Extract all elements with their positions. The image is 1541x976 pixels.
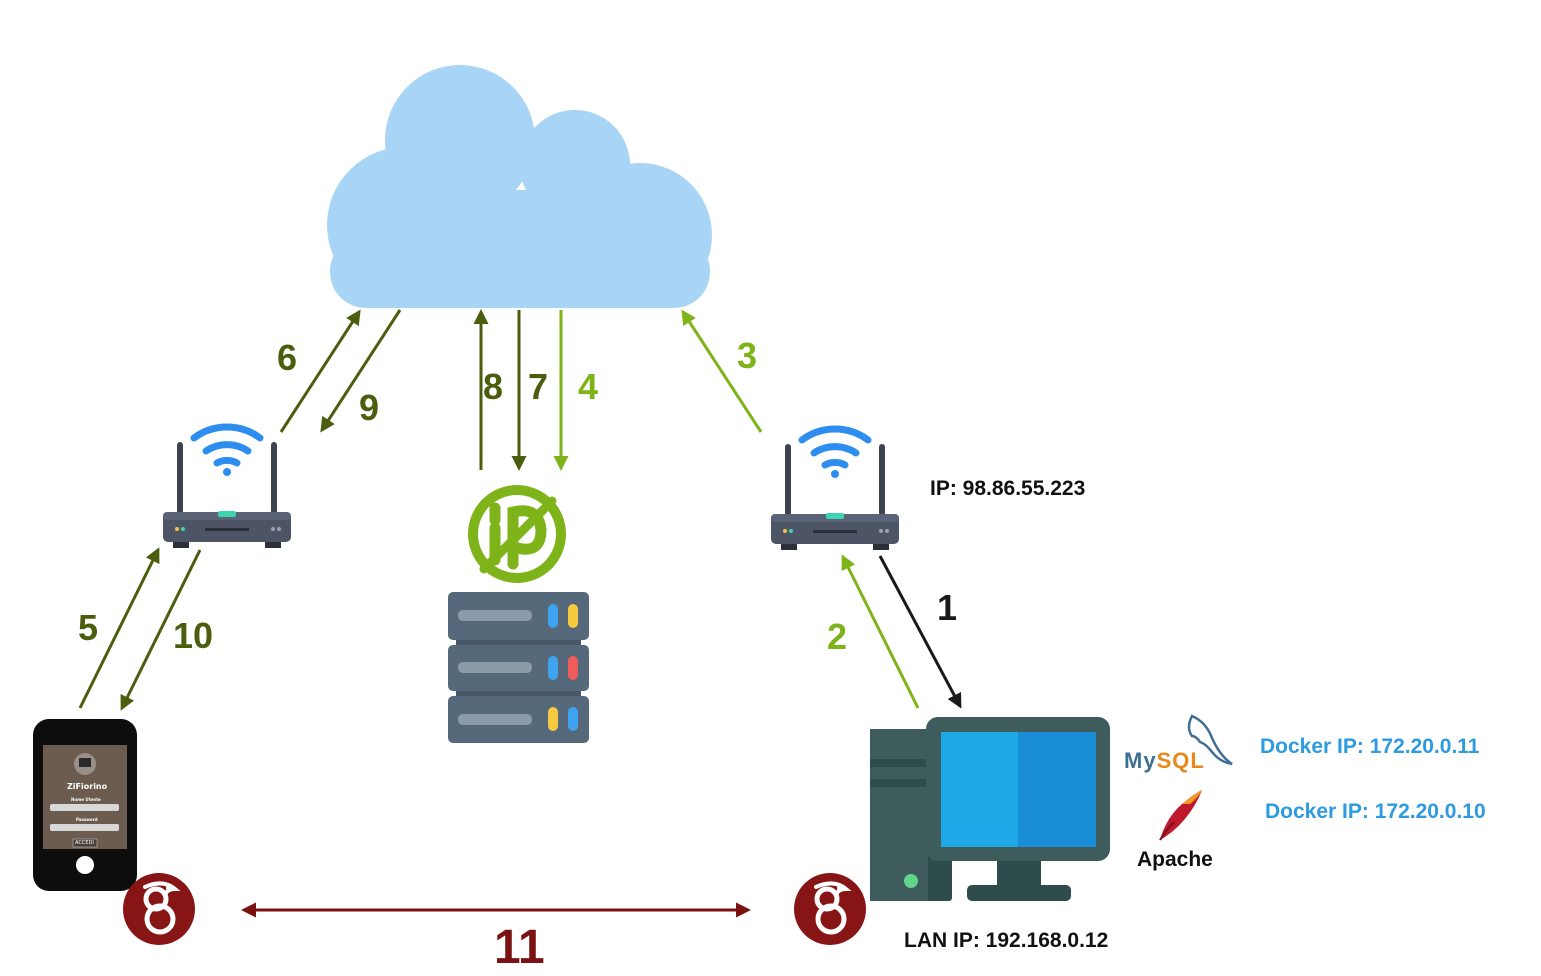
arrow-step-10 (120, 549, 202, 711)
apache-logo-text: Apache (1137, 848, 1213, 871)
public-ip-label: IP: 98.86.55.223 (930, 477, 1086, 500)
step-label-2: 2 (827, 616, 848, 657)
wireguard-icon (794, 873, 866, 945)
step-label-9: 9 (359, 387, 380, 428)
step-label-1: 1 (937, 587, 958, 628)
lan-ip-label: LAN IP: 192.168.0.12 (904, 929, 1109, 952)
wifi-router-icon (771, 425, 899, 550)
step-label-5: 5 (78, 607, 99, 648)
arrow-step-9 (320, 309, 402, 433)
wifi-router-icon (163, 423, 291, 548)
apache-feather-icon (1159, 790, 1202, 841)
phone-field-username-label: Nome Utente (71, 797, 101, 802)
step-label-11: 11 (494, 921, 545, 974)
phone-app-name: ZiFiorino (67, 782, 108, 791)
phone-login-button: ACCEDI (75, 840, 94, 846)
router-left (163, 423, 291, 548)
mysql-label: MySQL (1124, 748, 1205, 773)
wireguard-icon (123, 873, 195, 945)
arrow-step-6 (279, 309, 361, 433)
docker-ip-apache-label: Docker IP: 172.20.0.10 (1265, 800, 1486, 823)
arrow-step-1 (878, 555, 962, 709)
step-label-6: 6 (277, 337, 298, 378)
step-label-10: 10 (173, 615, 214, 656)
no-ip-logo-icon (468, 485, 566, 583)
step-label-8: 8 (483, 366, 504, 407)
phone-field-password-label: Password (76, 817, 98, 822)
server-rack-icon (448, 592, 589, 743)
step-label-7: 7 (528, 366, 549, 407)
smartphone-icon (33, 719, 137, 891)
router-right (771, 425, 899, 550)
docker-ip-mysql-label: Docker IP: 172.20.0.11 (1260, 735, 1480, 758)
arrow-step-3 (681, 309, 763, 433)
cloud-icon (327, 65, 712, 308)
arrow-step-2 (841, 554, 920, 709)
arrow-step-5 (78, 547, 160, 709)
mysql-logo-text: MySQL (1124, 748, 1205, 774)
desktop-computer-icon (870, 717, 1110, 901)
step-label-3: 3 (737, 335, 758, 376)
step-label-4: 4 (578, 366, 599, 407)
mysql-logo-icon (1187, 714, 1233, 766)
